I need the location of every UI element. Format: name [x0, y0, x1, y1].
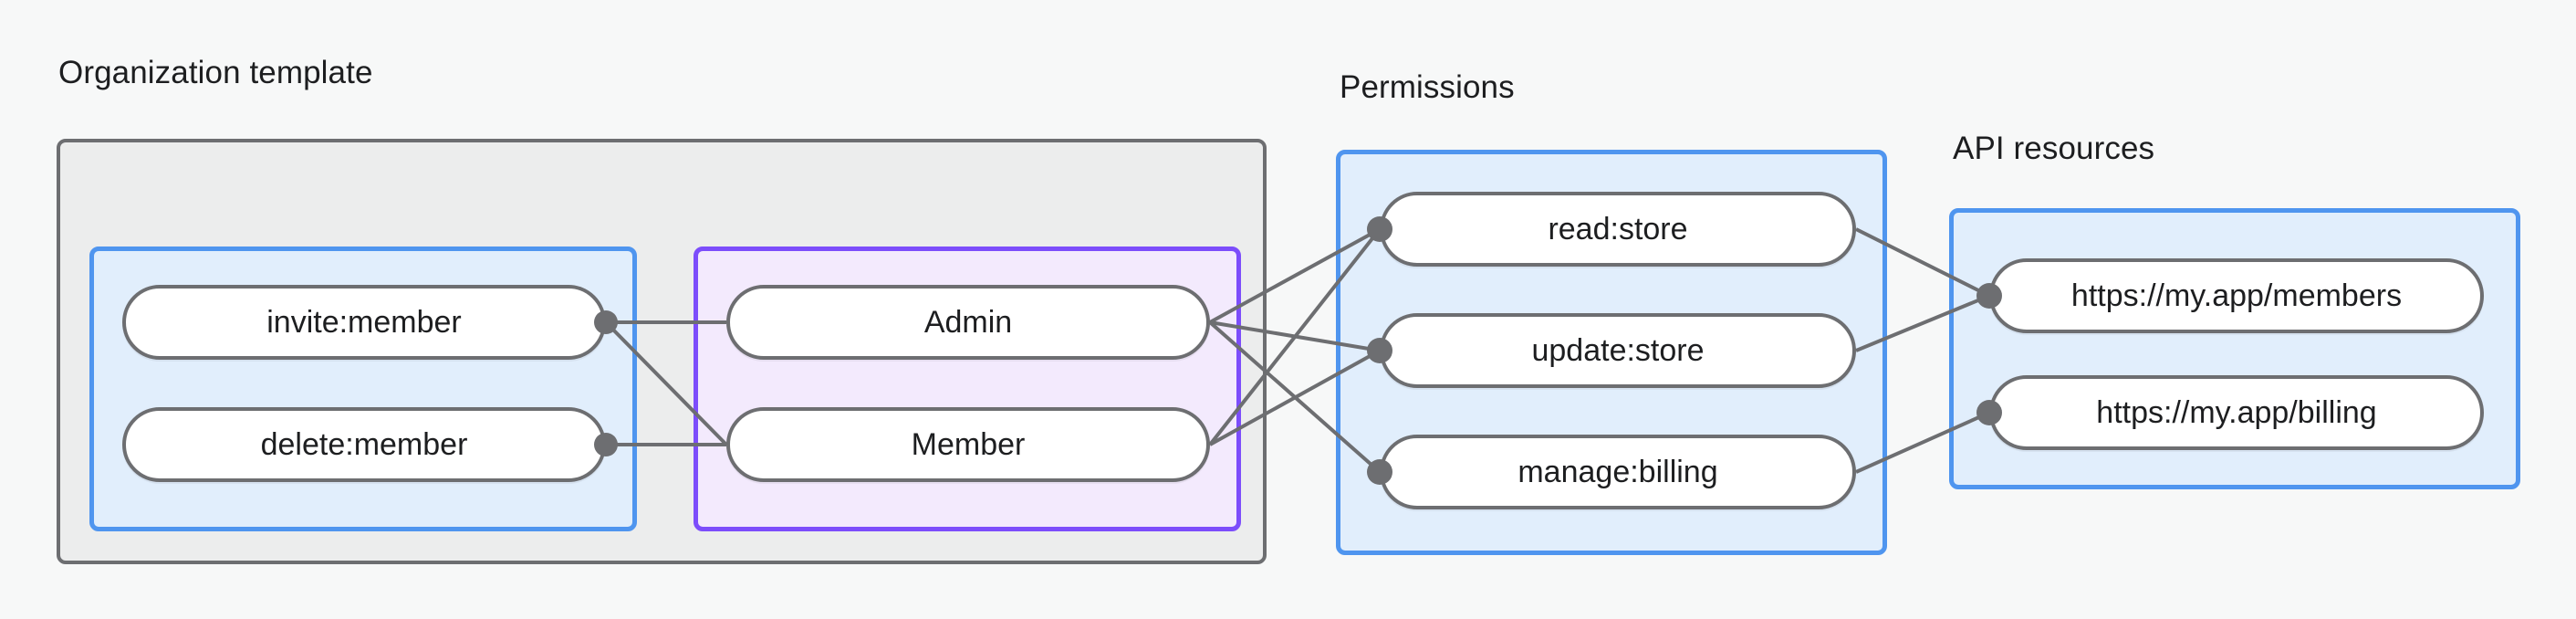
node-delete-member[interactable]: delete:member — [122, 407, 606, 482]
node-update-store[interactable]: update:store — [1380, 313, 1856, 388]
node-label: read:store — [1548, 211, 1688, 247]
node-label: https://my.app/members — [2070, 278, 2403, 313]
node-label: Admin — [923, 304, 1013, 340]
node-members-url[interactable]: https://my.app/members — [1989, 258, 2484, 333]
node-member[interactable]: Member — [726, 407, 1210, 482]
node-invite-member[interactable]: invite:member — [122, 285, 606, 360]
node-label: manage:billing — [1517, 454, 1718, 489]
node-billing-url[interactable]: https://my.app/billing — [1989, 375, 2484, 450]
node-read-store[interactable]: read:store — [1380, 192, 1856, 267]
node-manage-billing[interactable]: manage:billing — [1380, 435, 1856, 509]
api-resources-label: API resources — [1953, 131, 2155, 166]
node-admin[interactable]: Admin — [726, 285, 1210, 360]
node-label: delete:member — [260, 426, 468, 462]
node-label: update:store — [1531, 332, 1705, 368]
node-label: Member — [911, 426, 1026, 462]
node-label: invite:member — [266, 304, 462, 340]
node-label: https://my.app/billing — [2096, 394, 2377, 430]
permissions-label: Permissions — [1340, 69, 1515, 105]
organization-template-label: Organization template — [58, 55, 373, 90]
